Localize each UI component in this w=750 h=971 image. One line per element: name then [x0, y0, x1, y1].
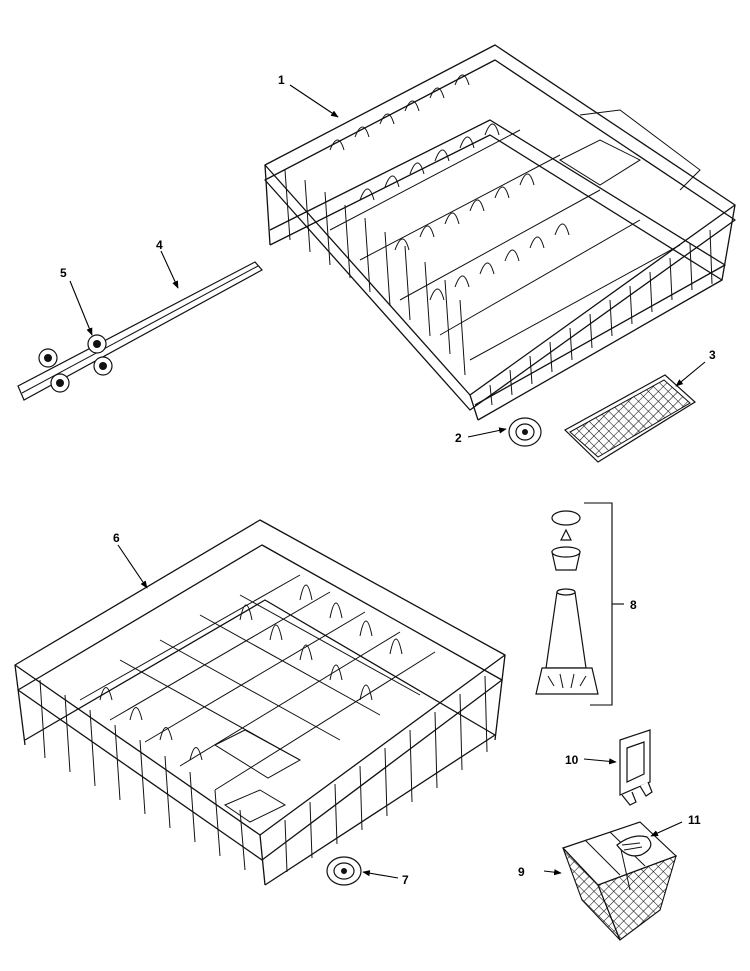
rack-rail-assembly: [17, 250, 263, 401]
callout-2: 2: [455, 431, 462, 445]
basket-clip: [583, 729, 653, 806]
upper-rack: [264, 44, 736, 421]
callout-7: 7: [402, 873, 409, 887]
callout-9: 9: [518, 865, 525, 879]
rail-roller-wheel: [38, 334, 113, 393]
callout-4: 4: [156, 238, 163, 252]
callout-10: 10: [565, 753, 579, 767]
wash-tower-assembly: [535, 502, 624, 706]
upper-rack-roller: [467, 417, 542, 447]
callout-3: 3: [709, 348, 716, 362]
silverware-basket: [543, 821, 683, 941]
callout-5: 5: [60, 266, 67, 280]
callout-8: 8: [630, 598, 637, 612]
callout-1: 1: [278, 73, 285, 87]
basket-lid-hinge: [616, 835, 652, 857]
callout-11: 11: [688, 813, 701, 827]
cup-shelf-clip: [563, 361, 706, 463]
lower-rack-roller: [326, 856, 399, 886]
callout-6: 6: [113, 531, 120, 545]
lower-rack: [14, 519, 506, 886]
